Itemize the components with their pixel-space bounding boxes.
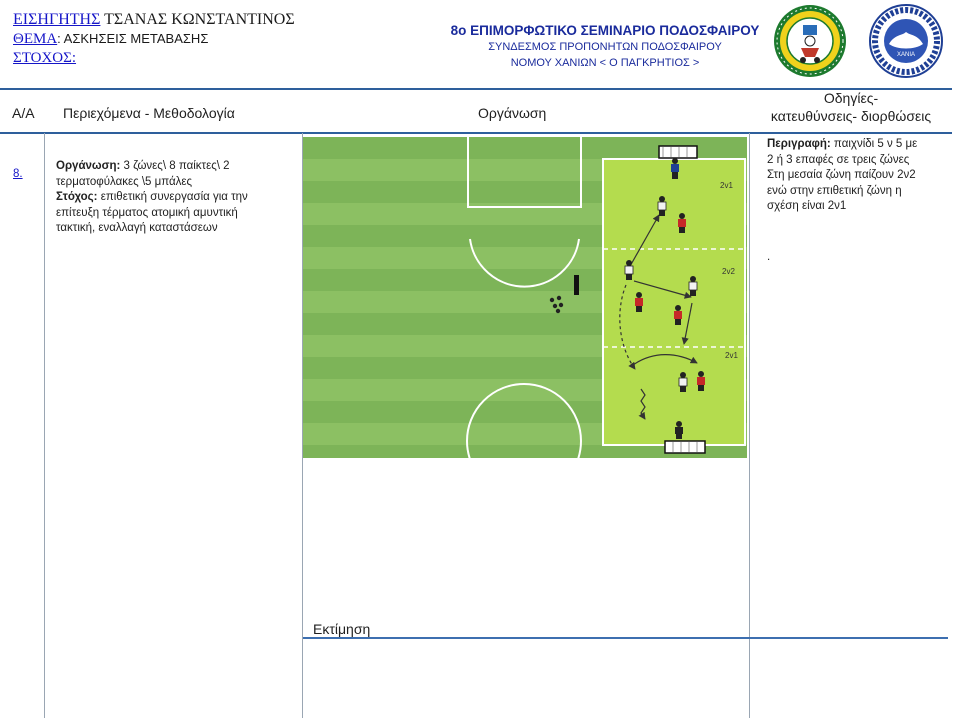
coach-label: ΕΙΣΗΓΗΤΗΣ bbox=[13, 11, 101, 28]
goal-bottom bbox=[664, 440, 706, 454]
organization-text-1: 3 ζώνες\ 8 παίκτες\ 2 bbox=[120, 160, 230, 172]
player-attacker-2 bbox=[624, 260, 634, 280]
association-logo bbox=[774, 5, 846, 77]
table-header-border bbox=[0, 132, 952, 134]
pass-arrow-2 bbox=[633, 280, 692, 299]
logo2-text: ΧΑΝΙΑ bbox=[897, 52, 915, 58]
coach-line: ΕΙΣΗΓΗΤΗΣ ΤΣΑΝΑΣ ΚΩΝΣΤΑΝΤΙΝΟΣ bbox=[13, 10, 295, 29]
organization-text-2: τερματοφύλακες \5 μπάλες bbox=[56, 175, 193, 188]
column-header-aa: Α/Α bbox=[12, 105, 35, 121]
content-cell: Οργάνωση: 3 ζώνες\ 8 παίκτες\ 2 τερματοφ… bbox=[56, 159, 296, 237]
top-arc bbox=[469, 238, 580, 288]
training-zone bbox=[602, 158, 746, 446]
pass-arrow-3 bbox=[681, 302, 693, 345]
description-line-1: Περιγραφή: παιχνίδι 5 ν 5 με bbox=[767, 137, 952, 153]
evaluation-border bbox=[303, 637, 948, 639]
federation-logo: ΧΑΝΙΑ bbox=[869, 4, 943, 78]
coach-name: ΤΣΑΝΑΣ ΚΩΝΣΤΑΝΤΙΝΟΣ bbox=[104, 11, 295, 28]
theme-text: : ΑΣΚΗΣΕΙΣ ΜΕΤΑΒΑΣΗΣ bbox=[57, 31, 209, 46]
description-cell: Περιγραφή: παιχνίδι 5 ν 5 με 2 ή 3 επαφέ… bbox=[767, 137, 952, 215]
guidance-header-line-1: Οδηγίες- bbox=[823, 90, 879, 106]
player-attacker-4 bbox=[678, 372, 688, 392]
drill-diagram: 2v1 2v2 2v1 bbox=[303, 137, 747, 458]
player-attacker-3 bbox=[688, 276, 698, 296]
goal-label-cell: Στόχος: bbox=[56, 191, 98, 203]
seminar-header: 8ο ΕΠΙΜΟΡΦΩΤΙΚΟ ΣΕΜΙΝΑΡΙΟ ΠΟΔΟΣΦΑΙΡΟΥ ΣΥ… bbox=[410, 22, 800, 71]
player-defender-4 bbox=[697, 371, 705, 391]
evaluation-label: Εκτίμηση bbox=[313, 621, 371, 637]
pass-arrow-4 bbox=[632, 354, 698, 366]
organization-label: Οργάνωση: bbox=[56, 160, 121, 172]
top-box-line bbox=[467, 137, 582, 208]
column-header-content: Περιεχόμενα - Μεθοδολογία bbox=[63, 105, 235, 121]
ball bbox=[558, 302, 564, 308]
description-text-5: σχέση είναι 2ν1 bbox=[767, 200, 847, 212]
player-gk-bottom bbox=[675, 421, 683, 439]
column-divider-2 bbox=[302, 133, 303, 718]
seminar-title: 8ο ΕΠΙΜΟΡΦΩΤΙΚΟ ΣΕΜΙΝΑΡΙΟ ΠΟΔΟΣΦΑΙΡΟΥ bbox=[450, 23, 760, 38]
player-defender-3 bbox=[674, 305, 682, 325]
description-text-4: ενώ στην επιθετική ζώνη η bbox=[767, 184, 902, 197]
ball bbox=[549, 297, 555, 303]
goal-text-1: επιθετική συνεργασία για την bbox=[97, 191, 248, 203]
dribble-arrow bbox=[638, 388, 646, 420]
description-label: Περιγραφή: bbox=[767, 138, 831, 150]
player-defender-1 bbox=[678, 213, 686, 233]
column-divider-3 bbox=[749, 133, 750, 718]
column-divider-1 bbox=[44, 133, 45, 718]
organization-line-1: Οργάνωση: 3 ζώνες\ 8 παίκτες\ 2 bbox=[56, 159, 296, 175]
ball bbox=[555, 308, 561, 314]
description-text-2: 2 ή 3 επαφές σε τρεις ζώνες bbox=[767, 153, 910, 166]
movement-arrows bbox=[619, 214, 698, 420]
ball bbox=[552, 303, 558, 309]
player-attacker-1 bbox=[657, 196, 667, 216]
description-dot: . bbox=[767, 251, 771, 263]
column-header-organization: Οργάνωση bbox=[478, 105, 547, 121]
theme-line: ΘΕΜΑ: ΑΣΚΗΣΕΙΣ ΜΕΤΑΒΑΣΗΣ bbox=[13, 29, 295, 49]
header-left: ΕΙΣΗΓΗΤΗΣ ΤΣΑΝΑΣ ΚΩΝΣΤΑΝΤΙΝΟΣ ΘΕΜΑ: ΑΣΚΗ… bbox=[13, 10, 295, 68]
run-arrow-1 bbox=[619, 284, 636, 370]
player-defender-2 bbox=[635, 292, 643, 312]
zone-label-top: 2v1 bbox=[720, 181, 733, 190]
theme-label: ΘΕΜΑ bbox=[13, 31, 58, 47]
description-text-3: Στη μεσαία ζώνη παίζουν 2ν2 bbox=[767, 169, 916, 181]
guidance-header-line-2: κατευθύνσεις- διορθώσεις bbox=[770, 108, 932, 124]
zone-label-bottom: 2v1 bbox=[725, 351, 738, 360]
goal-top bbox=[658, 145, 698, 159]
centre-circle bbox=[466, 383, 582, 458]
ball bbox=[556, 295, 562, 301]
player-gk-top bbox=[671, 158, 679, 179]
goal-line-1: Στόχος: επιθετική συνεργασία για την bbox=[56, 190, 296, 206]
row-number-link[interactable]: 8. bbox=[13, 168, 23, 180]
coach-figure bbox=[574, 275, 579, 295]
description-text-1: παιχνίδι 5 ν 5 με bbox=[830, 138, 918, 150]
balls-group bbox=[549, 295, 564, 314]
goal-text-3: τακτική, εναλλαγή καταστάσεων bbox=[56, 222, 218, 234]
goal-label: ΣΤΟΧΟΣ: bbox=[13, 50, 77, 66]
table-top-border bbox=[0, 88, 952, 90]
pitch-markings bbox=[466, 137, 582, 458]
pass-arrow-1 bbox=[628, 214, 660, 269]
zone-label-middle: 2v2 bbox=[722, 267, 735, 276]
column-header-guidance: Οδηγίες- κατευθύνσεις- διορθώσεις bbox=[755, 89, 947, 125]
goal-text-2: επίτευξη τέρματος ατομική αμυντική bbox=[56, 206, 238, 219]
association-name: ΣΥΝΔΕΣΜΟΣ ΠΡΟΠΟΝΗΤΩΝ ΠΟΔΟΣΦΑΙΡΟΥ bbox=[488, 41, 722, 53]
zone-dividers bbox=[603, 248, 745, 348]
prefecture-name: ΝΟΜΟΥ ΧΑΝΙΩΝ < Ο ΠΑΓΚΡΗΤΙΟΣ > bbox=[510, 57, 700, 69]
